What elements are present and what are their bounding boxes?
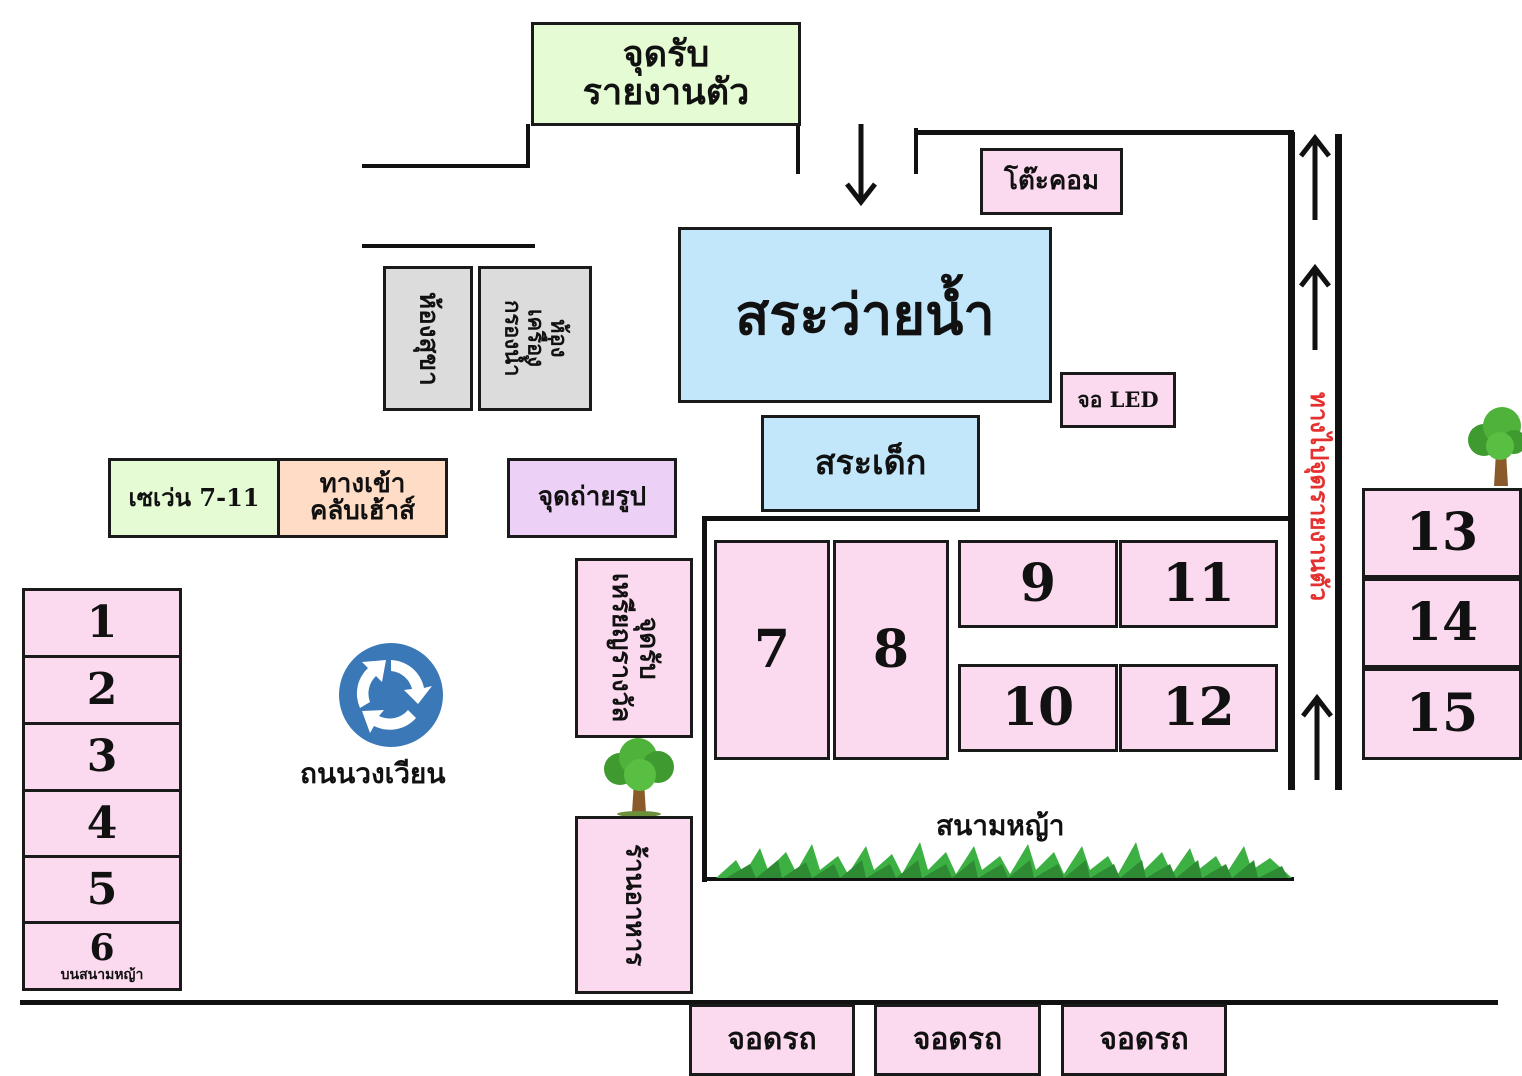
award-point[interactable]: จุดรับ เหรียญรางวัล <box>575 558 693 738</box>
led-screen-label: จอ LED <box>1077 386 1159 412</box>
wall-registration-right <box>796 124 800 174</box>
kids-pool[interactable]: สระเด็ก <box>761 415 980 512</box>
stall-13[interactable]: 13 <box>1362 488 1522 578</box>
filter-room-line3: กรองน้ำ <box>499 300 526 377</box>
arrow-up-icon <box>1299 263 1331 350</box>
stall-10[interactable]: 10 <box>958 664 1118 752</box>
stall-4[interactable]: 4 <box>22 789 182 859</box>
stall-8[interactable]: 8 <box>833 540 949 760</box>
stall-number: 13 <box>1405 501 1479 563</box>
stall-7[interactable]: 7 <box>714 540 830 760</box>
wall-top-right <box>914 130 1294 135</box>
parking-label: จอดรถ <box>727 1022 817 1058</box>
parking-1[interactable]: จอดรถ <box>689 1004 855 1076</box>
filter-room-line2: เครื่อง <box>522 309 549 368</box>
wall-top-right-post <box>914 128 918 174</box>
stall-number: 9 <box>1019 552 1057 614</box>
enclosure-left <box>702 516 707 882</box>
stall-9[interactable]: 9 <box>958 540 1118 628</box>
tree-icon <box>1468 407 1522 486</box>
stall-number: 11 <box>1162 552 1235 614</box>
restroom[interactable]: ห้องสุขา <box>383 266 473 411</box>
registration-line1: จุดรับ <box>622 33 710 76</box>
enclosure-top <box>702 516 1290 521</box>
stall-number: 7 <box>753 618 791 680</box>
roundabout-icon <box>339 643 443 747</box>
arrow-down-icon <box>845 124 877 207</box>
grass-icon <box>716 842 1292 878</box>
wall-left-lower <box>362 244 535 248</box>
stall-number: 5 <box>86 863 118 915</box>
stall-number: 12 <box>1162 676 1235 738</box>
stall-2[interactable]: 2 <box>22 655 182 725</box>
main-pool-label: สระว่ายน้ำ <box>735 281 995 348</box>
filter-room[interactable]: ห้อง เครื่อง กรองน้ำ <box>478 266 592 411</box>
filter-room-text: ห้อง เครื่อง กรองน้ำ <box>499 300 572 377</box>
clubhouse-line1: ทางเข้า <box>319 468 406 499</box>
seven-eleven[interactable]: เซเว่น 7-11 <box>108 458 280 538</box>
wall-left-upper <box>362 164 530 168</box>
road-line-right <box>1335 134 1342 790</box>
stall-number: 14 <box>1405 591 1479 653</box>
road-line-left <box>1288 132 1295 790</box>
stall-5[interactable]: 5 <box>22 855 182 925</box>
enclosure-bottom <box>702 877 1294 881</box>
computer-table[interactable]: โต๊ะคอม <box>980 148 1123 215</box>
award-point-line2: เหรียญรางวัล <box>606 573 636 723</box>
registration-point[interactable]: จุดรับ รายงานตัว <box>531 22 801 126</box>
road-label: ทางไปจุดรายงานตัว <box>1305 392 1334 602</box>
bottom-road-line <box>20 1000 1498 1005</box>
seven-eleven-label: เซเว่น 7-11 <box>128 483 260 513</box>
roundabout-label: ถนนวงเวียน <box>300 757 446 790</box>
stall-number: 3 <box>86 730 118 782</box>
stall-12[interactable]: 12 <box>1119 664 1278 752</box>
award-point-line1: จุดรับ <box>633 616 664 680</box>
restroom-label: ห้องสุขา <box>413 291 444 386</box>
clubhouse-entrance[interactable]: ทางเข้า คลับเฮ้าส์ <box>277 458 448 538</box>
stall-14[interactable]: 14 <box>1362 578 1522 668</box>
photo-point[interactable]: จุดถ่ายรูป <box>507 458 677 538</box>
parking-2[interactable]: จอดรถ <box>874 1004 1041 1076</box>
parking-label: จอดรถ <box>912 1022 1003 1058</box>
stall-3[interactable]: 3 <box>22 722 182 792</box>
restaurant-label: ร้านอาหาร <box>619 843 650 967</box>
stall-number: 1 <box>86 596 118 648</box>
led-screen[interactable]: จอ LED <box>1060 372 1176 428</box>
restaurant[interactable]: ร้านอาหาร <box>575 816 693 994</box>
tree-icon <box>604 738 674 817</box>
stall-1[interactable]: 1 <box>22 588 182 658</box>
stall-11[interactable]: 11 <box>1119 540 1278 628</box>
kids-pool-label: สระเด็ก <box>814 442 927 483</box>
registration-line2: รายงานตัว <box>582 71 750 113</box>
stall-number: 4 <box>86 797 118 849</box>
stall-number: 10 <box>1001 676 1075 738</box>
stall-number: 6 <box>89 926 115 969</box>
clubhouse-line2: คลับเฮ้าส์ <box>309 496 416 526</box>
parking-label: จอดรถ <box>1099 1022 1189 1058</box>
photo-point-label: จุดถ่ายรูป <box>537 482 647 513</box>
filter-room-line1: ห้อง <box>545 319 572 358</box>
parking-3[interactable]: จอดรถ <box>1061 1004 1227 1076</box>
main-pool[interactable]: สระว่ายน้ำ <box>678 227 1052 403</box>
stall-number: 8 <box>872 618 910 680</box>
wall-left-upper-corner <box>526 124 530 168</box>
stall-number: 2 <box>86 663 118 715</box>
award-point-text: จุดรับ เหรียญรางวัล <box>606 573 664 723</box>
computer-table-label: โต๊ะคอม <box>1004 165 1099 196</box>
stall-6[interactable]: 6 บนสนามหญ้า <box>22 921 182 991</box>
arrow-up-icon <box>1299 133 1331 220</box>
stall-6-note: บนสนามหญ้า <box>60 966 144 983</box>
lawn-label: สนามหญ้า <box>936 809 1065 842</box>
stall-number: 15 <box>1405 682 1479 744</box>
arrow-up-icon <box>1301 693 1333 780</box>
stall-15[interactable]: 15 <box>1362 668 1522 760</box>
